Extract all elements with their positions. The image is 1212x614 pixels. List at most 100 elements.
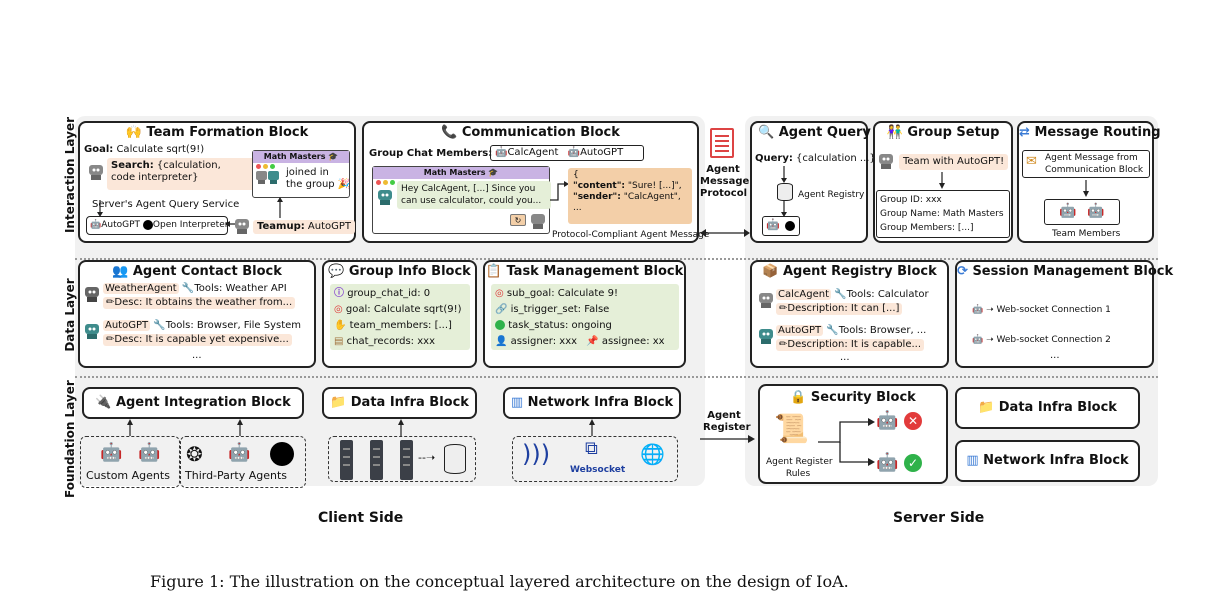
reply-icon: ↻ [510,214,526,226]
chart-icon: ▥ [966,453,979,468]
wrench-icon: 🔧 [834,289,847,300]
data-infra-arrow [398,419,404,436]
robot-icon: 🤖 [495,147,508,158]
registry-more: ... [840,352,850,363]
agent-registry-label: Agent Registry [798,190,865,200]
custom-agent-robot-icon: 🤖 [100,442,123,463]
robot-icon [378,190,392,205]
registry-desc-1: ✏Description: It can [...] [776,303,903,315]
robot-icon: 🤖 [1059,203,1077,219]
globe-icon: 🌐 [640,442,665,466]
robot-icon: 🤖 [567,147,581,158]
database-icon [444,444,466,474]
agent-query-title: Agent Query [778,125,871,140]
query-result-box: 🤖 [762,216,800,236]
custom-agent-robot-icon-2: 🤖 [138,442,161,463]
arrow-right-icon: ➝ [986,335,994,345]
rejected-robot-icon: 🤖 [876,410,899,431]
network-group [512,436,678,482]
network-infra-arrow [589,419,595,436]
accepted-robot-icon: 🤖 [876,452,899,473]
joined-robots-icon [256,171,279,184]
protocol-message-json: { "content": "Sure! [...]", "sender": "C… [568,168,692,224]
lock-icon: 🔒 [790,390,807,405]
security-title: Security Block [810,390,916,405]
security-branch-arrows [818,418,875,466]
server-data-infra-block: 📁 Data Infra Block [955,387,1140,429]
status-dot-icon [495,320,505,330]
server-icon [370,440,383,480]
chat-bubble-icon: 💬 [328,264,345,279]
robot-icon [759,293,773,308]
server-data-infra-title: Data Infra Block [998,400,1117,415]
phone-icon: 📞 [441,125,458,140]
agent-register-arrow [700,435,755,443]
refresh-icon: ⟳ [957,264,968,279]
check-icon: ✓ [904,454,922,472]
session-connection-2: 🤖 ➝ Web-socket Connection 2 [972,335,1111,345]
robot-icon [879,154,893,169]
agent-query-block: 🔍 Agent Query [750,121,871,243]
target-icon: ◎ [334,304,343,315]
contacts-icon: 👥 [112,264,129,279]
websocket-label: Websocket [570,465,626,475]
wrench-icon: 🔧 [153,320,166,331]
group-info-fields: ⓘ group_chat_id: 0 ◎ goal: Calculate sqr… [330,284,470,350]
registry-desc-2: ✏Description: It is capable... [776,339,925,351]
agent-contact-more: ... [192,350,202,361]
communication-title: Communication Block [461,125,620,140]
robot-icon [531,214,545,229]
group-setup-arrow [939,172,945,189]
server-icon [400,440,413,480]
clipboard-icon: 📋 [485,264,502,279]
client-data-infra-title: Data Infra Block [350,395,469,410]
teamup-result: Teamup: AutoGPT [253,220,356,234]
package-icon: 📦 [762,264,779,279]
open-interpreter-icon [142,219,153,230]
pencil-icon: ✏ [106,297,115,308]
client-data-infra-block: 📁 Data Infra Block [322,387,477,419]
group-chat-members-box: 🤖CalcAgent 🤖AutoGPT [490,145,644,161]
wrench-icon: 🔧 [181,283,195,294]
scroll-icon: ▤ [334,336,344,347]
routing-icon: ⇄ [1019,125,1030,140]
integration-arrows [127,419,243,436]
robot-icon [759,329,773,344]
pencil-icon: ✏ [106,334,115,345]
layer-label-foundation: Foundation Layer [63,380,77,498]
custom-agents-group [80,436,180,488]
session-connection-1: 🤖 ➝ Web-socket Connection 1 [972,305,1111,315]
robot-icon: 🤖 [766,218,780,231]
team-search-query: Search: {calculation,code interpreter} [107,158,255,190]
robot-icon [85,324,99,339]
server-icon [340,440,353,480]
pencil-icon: ✏ [779,339,788,350]
graduation-cap-icon: 🎓 [488,168,499,177]
pencil-icon: ✏ [779,303,788,314]
link-icon: 🔗 [495,304,508,315]
session-more: ... [1050,350,1060,361]
server-network-infra-title: Network Infra Block [983,453,1129,468]
server-side-label: Server Side [893,510,985,526]
server-network-infra-block: ▥ Network Infra Block [955,440,1140,482]
third-party-agents-label: Third-Party Agents [185,469,288,482]
gavel-document-icon: 📜 [774,412,809,445]
party-icon: 🎉 [337,179,351,190]
agent-robot-icon: 🤖 [228,442,251,463]
dashed-arrow-icon: --➝ [418,451,436,464]
robot-icon: 🤖 [972,305,984,315]
handshake-icon: 🙌 [125,125,142,140]
people-icon: 👫 [886,125,903,140]
agent-contact-block: 👥 Agent Contact Block [78,260,316,368]
window-dots [256,154,277,173]
plug-icon: 🔌 [95,395,112,410]
candidate-agents-box: 🤖AutoGPT Open Interpreter [86,216,228,235]
agent-contact-title: Agent Contact Block [132,264,282,279]
group-setup-title: Group Setup [907,125,1000,140]
session-management-block: ⟳ Session Management Block [955,260,1173,368]
robot-icon: 🤖 [90,220,102,230]
agent-query-text: Query: {calculation ...} [755,153,876,164]
chat-window-titlebar: Math Masters 🎓 [373,167,549,179]
